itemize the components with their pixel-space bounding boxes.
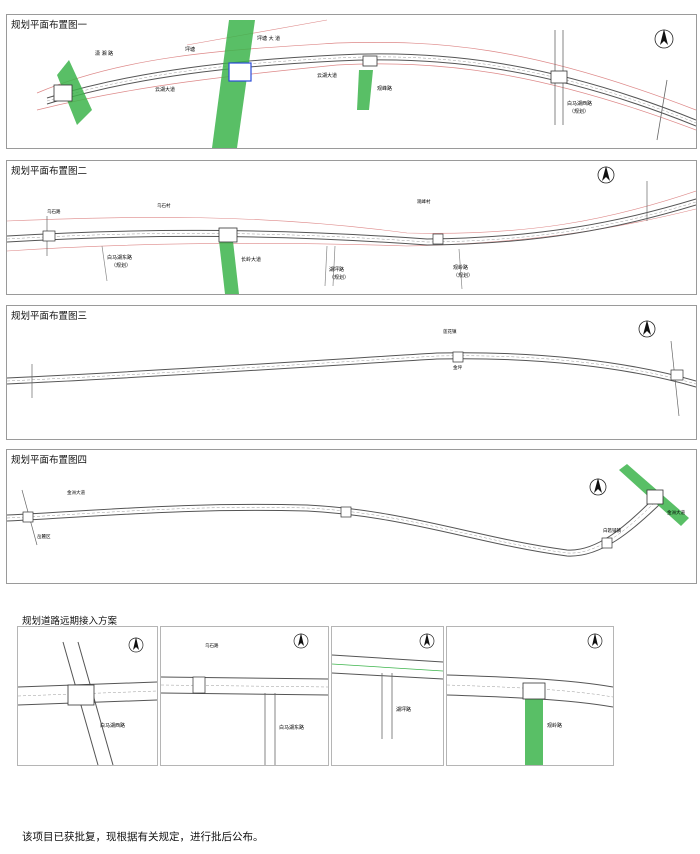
north-arrow-icon [128, 637, 144, 653]
panel-title: 规划平面布置图三 [11, 311, 88, 322]
road-label: （规划） [111, 262, 131, 269]
road-label: 白马湖西路 [100, 722, 125, 729]
layout-drawing-4: 金洲大道 岳麓区 白箬铺镇 金洲大道 [7, 464, 689, 557]
green-road [219, 241, 239, 294]
green-road-main [212, 20, 255, 148]
access-view-3: 湖坪路 [331, 626, 444, 766]
layout-panel-2: 乌石路 白马湖东路 （规划） 长岭大道 湖坪路 （规划） 观岭路 （规划） 乌石… [6, 160, 697, 295]
place-label: 坪塘 [185, 46, 195, 53]
place-label: 观峰村 [417, 198, 431, 205]
layout-drawing-2: 乌石路 白马湖东路 （规划） 长岭大道 湖坪路 （规划） 观岭路 （规划） 乌石… [7, 166, 696, 294]
road-label: 湖坪路 [329, 266, 344, 273]
sub-section-title: 规划道路远期接入方案 [22, 616, 118, 627]
road-label: 潇 湘 路 [95, 50, 113, 57]
layout-panel-3: 莲花镇 金坪 规划平面布置图三 [6, 305, 697, 440]
road-label: 白马湖西路 [567, 100, 592, 107]
access-view-1: 白马湖西路 [17, 626, 158, 766]
access-view-4: 观岭路 [446, 626, 614, 766]
north-arrow-icon [293, 633, 309, 649]
access-drawing-3: 湖坪路 [332, 633, 443, 739]
layout-drawing-1: 潇 湘 路 坪塘 大 道 云湖大道 云湖大道 观峰路 白马湖西路 （规划） 坪塘 [36, 19, 696, 148]
panel-title: 规划平面布置图一 [11, 20, 88, 31]
north-arrow-icon [419, 633, 435, 649]
road-label: 金洲大道 [667, 509, 685, 516]
road-label: 乌石路 [47, 208, 61, 215]
panel-title: 规划平面布置图二 [11, 166, 88, 177]
access-drawing-2: 白马湖东路 乌石路 [161, 633, 328, 765]
north-arrow-icon [654, 29, 674, 49]
north-arrow-icon [587, 633, 603, 649]
green-road-mid [357, 70, 373, 110]
panel-title: 规划平面布置图四 [11, 455, 88, 466]
green-road-left [53, 60, 92, 125]
road-label: 长岭大道 [241, 256, 261, 263]
road-label: 湖坪路 [396, 706, 411, 713]
layout-panel-4: 金洲大道 岳麓区 白箬铺镇 金洲大道 规划平面布置图四 [6, 449, 697, 584]
north-arrow-icon [597, 166, 615, 184]
road-label: （规划） [569, 108, 589, 115]
place-label: 白箬铺镇 [603, 527, 621, 534]
road-label: 观岭路 [547, 722, 562, 729]
road-label: 坪塘 大 道 [257, 35, 280, 42]
road-label: （规划） [329, 274, 349, 281]
place-label: 莲花镇 [443, 328, 457, 335]
place-label: 岳麓区 [37, 533, 51, 540]
road-label: （规划） [453, 272, 473, 279]
road-label: 云湖大道 [155, 86, 175, 93]
road-label: 白马湖东路 [279, 724, 304, 731]
place-label: 金坪 [453, 364, 462, 371]
access-drawing-4: 观岭路 [447, 633, 613, 765]
road-label: 白马湖东路 [107, 254, 132, 261]
north-arrow-icon [589, 478, 607, 496]
access-drawing-1: 白马湖西路 [18, 637, 157, 765]
green-road [525, 697, 543, 765]
road-label: 观岭路 [453, 264, 468, 271]
footer-note: 该项目已获批复，现根据有关规定，进行批后公布。 [22, 831, 264, 843]
road-label: 金洲大道 [67, 489, 85, 496]
layout-drawing-3: 莲花镇 金坪 [7, 320, 696, 417]
road-label: 乌石路 [205, 642, 219, 649]
layout-panel-1: 潇 湘 路 坪塘 大 道 云湖大道 云湖大道 观峰路 白马湖西路 （规划） 坪塘… [6, 14, 697, 149]
place-label: 乌石村 [157, 202, 171, 209]
road-label: 观峰路 [377, 85, 392, 92]
north-arrow-icon [638, 320, 656, 338]
access-view-2: 白马湖东路 乌石路 [160, 626, 329, 766]
road-label: 云湖大道 [317, 72, 337, 79]
